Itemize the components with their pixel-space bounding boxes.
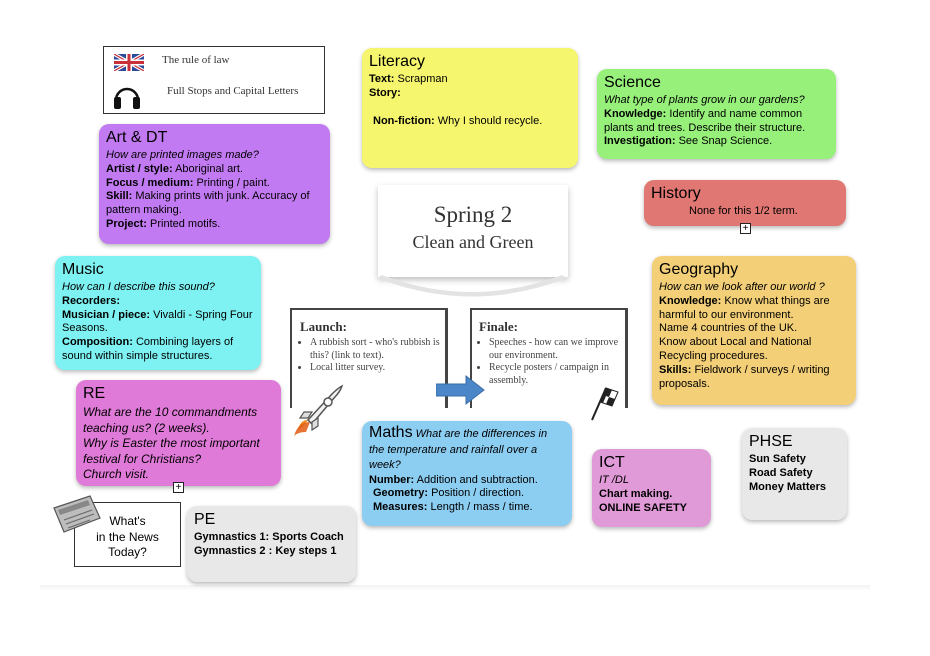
geography-skills: Skills: Fieldwork / surveys / writing pr…	[659, 363, 830, 390]
pe-title: PE	[194, 511, 216, 528]
arrow-right-icon	[436, 374, 485, 406]
literacy-text-line: Text: Scrapman	[369, 73, 448, 85]
history-text: None for this 1/2 term.	[689, 205, 798, 217]
art-title: Art & DT	[106, 129, 168, 146]
ict-subtitle: IT /DL	[599, 474, 629, 486]
headphones-icon	[114, 87, 140, 109]
pe-card: PE Gymnastics 1: Sports Coach Gymnastics…	[187, 506, 356, 582]
maths-question: What are the differences in the temperat…	[369, 428, 548, 471]
music-card: Music How can I describe this sound? Rec…	[55, 256, 261, 370]
topic-name: Clean and Green	[412, 232, 534, 252]
re-line2: Why is Easter the most important festiva…	[83, 436, 260, 466]
maths-title: Maths	[369, 424, 413, 441]
literacy-title: Literacy	[369, 53, 426, 70]
re-line1: What are the 10 commandments teaching us…	[83, 405, 258, 435]
art-project: Project: Printed motifs.	[106, 217, 221, 230]
ict-line1: Chart making.	[599, 487, 673, 500]
history-expand-icon[interactable]: +	[740, 223, 751, 234]
art-artist: Artist / style: Aboriginal art.	[106, 162, 243, 175]
re-card: RE What are the 10 commandments teaching…	[76, 380, 281, 486]
science-investigation: Investigation: See Snap Science.	[604, 135, 773, 148]
science-question: What type of plants grow in our gardens?	[604, 94, 805, 106]
ict-line2: ONLINE SAFETY	[599, 501, 688, 514]
history-title: History	[651, 185, 701, 202]
maths-heading: Maths What are the differences in the te…	[369, 425, 565, 474]
literacy-nonfiction-line: Non-fiction: Why I should recycle.	[373, 114, 543, 127]
rocket-icon	[294, 384, 344, 436]
launch-title: Launch:	[300, 319, 347, 334]
music-question: How can I describe this sound?	[62, 281, 215, 293]
finale-box: Finale: Speeches - how can we improve ou…	[470, 308, 628, 408]
history-card: History None for this 1/2 term.	[644, 180, 846, 226]
news-line1: What's	[109, 514, 146, 528]
phse-title: PHSE	[749, 433, 793, 450]
maths-geometry: Geometry: Position / direction.	[373, 487, 525, 500]
geography-recycling: Know about Local and National Recycling …	[659, 336, 812, 362]
geography-knowledge: Knowledge: Know what things are harmful …	[659, 294, 830, 321]
geography-card: Geography How can we look after our worl…	[652, 256, 856, 405]
art-skill: Skill: Making prints with junk. Accuracy…	[106, 190, 310, 217]
uk-flag-icon	[114, 54, 144, 71]
art-focus: Focus / medium: Printing / paint.	[106, 176, 270, 189]
launch-item: A rubbish sort - who's rubbish is this? …	[310, 337, 445, 362]
re-line3: Church visit.	[83, 467, 150, 481]
re-title: RE	[83, 385, 106, 402]
checkered-flag-icon	[591, 387, 619, 421]
phse-card: PHSE Sun Safety Road Safety Money Matter…	[742, 428, 847, 520]
finale-title: Finale:	[479, 319, 518, 334]
full-stops-text: Full Stops and Capital Letters	[167, 85, 299, 97]
maths-card: Maths What are the differences in the te…	[362, 421, 572, 526]
floor-shadow	[40, 585, 870, 591]
art-question: How are printed images made?	[106, 149, 259, 161]
news-line3: Today?	[108, 545, 147, 559]
news-line2: in the News	[96, 529, 159, 544]
phse-item: Sun Safety	[749, 453, 806, 465]
pe-line2: Gymnastics 2 : Key steps 1	[194, 544, 337, 557]
newspaper-icon	[53, 495, 101, 533]
ict-card: ICT IT /DL Chart making. ONLINE SAFETY	[592, 449, 711, 527]
finale-item: Speeches - how can we improve our enviro…	[489, 337, 624, 362]
science-card: Science What type of plants grow in our …	[597, 69, 836, 159]
maths-measures: Measures: Length / mass / time.	[373, 501, 533, 514]
re-expand-icon[interactable]: +	[173, 482, 184, 493]
finale-list: Speeches - how can we improve our enviro…	[479, 337, 624, 387]
literacy-card: Literacy Text: Scrapman Story: Non-ficti…	[362, 48, 578, 168]
geography-title: Geography	[659, 261, 739, 278]
art-dt-card: Art & DT How are printed images made? Ar…	[99, 124, 330, 244]
launch-item: Local litter survey.	[310, 362, 445, 375]
science-knowledge: Knowledge: Identify and name common plan…	[604, 107, 806, 134]
music-title: Music	[62, 261, 104, 278]
news-box: What's in the News Today?	[74, 502, 181, 567]
geography-question: How can we look after our world ?	[659, 281, 825, 293]
finale-item: Recycle posters / campaign in assembly.	[489, 362, 624, 387]
music-piece: Musician / piece: Vivaldi - Spring Four …	[62, 308, 253, 335]
maths-number: Number: Addition and subtraction.	[369, 473, 538, 486]
geography-countries: Name 4 countries of the UK.	[659, 322, 798, 335]
topic-title-card: Spring 2 Clean and Green	[378, 185, 568, 277]
rule-of-law-text: The rule of law	[162, 54, 230, 66]
title-card-curl	[377, 275, 567, 297]
launch-box: Launch: A rubbish sort - who's rubbish i…	[290, 308, 448, 408]
rules-box: The rule of law Full Stops and Capital L…	[103, 46, 325, 114]
ict-title: ICT	[599, 454, 625, 471]
music-recorders: Recorders:	[62, 294, 121, 307]
topic-term: Spring 2	[433, 202, 513, 227]
phse-item: Money Matters	[749, 480, 827, 493]
music-composition: Composition: Combining layers of sound w…	[62, 336, 234, 362]
pe-line1: Gymnastics 1: Sports Coach	[194, 531, 344, 543]
science-title: Science	[604, 74, 661, 91]
literacy-story-line: Story:	[369, 86, 401, 99]
launch-list: A rubbish sort - who's rubbish is this? …	[300, 337, 445, 375]
phse-item: Road Safety	[749, 466, 813, 479]
